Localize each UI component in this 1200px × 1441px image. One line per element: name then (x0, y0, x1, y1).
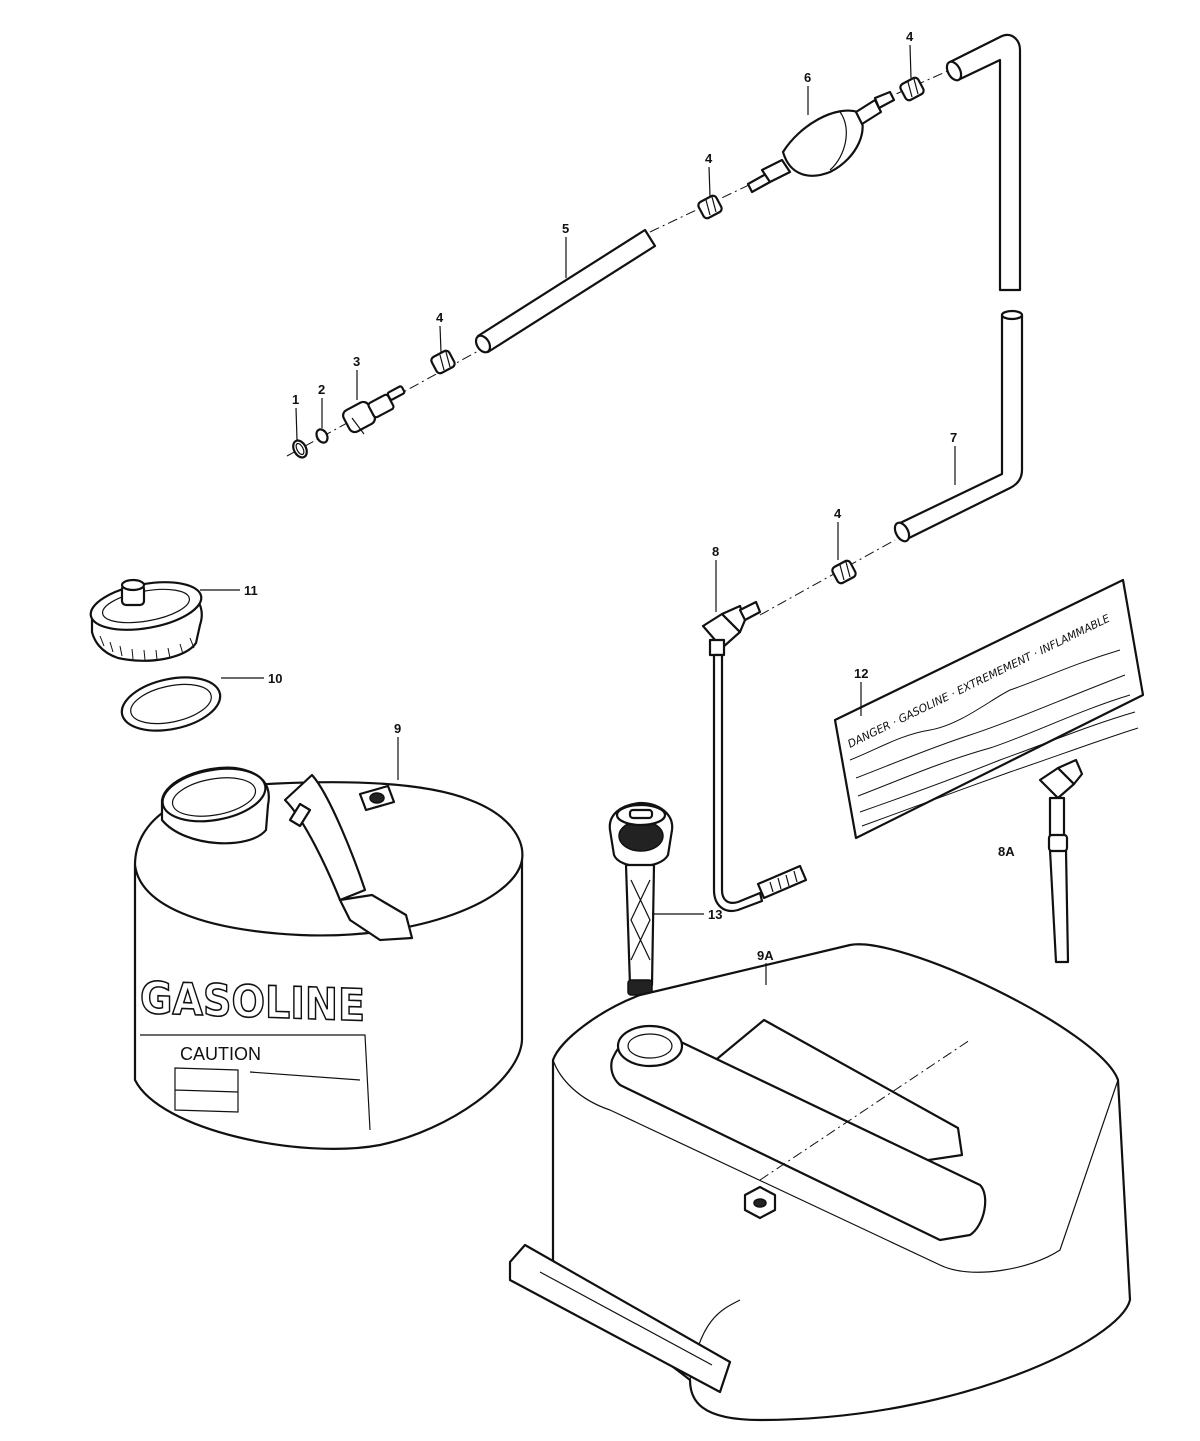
fuel-line-assembly (286, 33, 1024, 913)
part-10-gasket (120, 676, 222, 732)
part-5-hose (474, 228, 657, 354)
callout-2: 2 (318, 382, 325, 397)
part-9-gasoline-can: GASOLINE CAUTION (133, 766, 524, 1150)
callout-8a: 8A (998, 844, 1015, 859)
part-7-hose-upper (945, 33, 1022, 292)
callout-5: 5 (562, 221, 569, 236)
callout-9a: 9A (757, 948, 774, 963)
part-11-fill-cap (89, 578, 203, 662)
part-13-fuel-gauge (608, 801, 674, 1120)
callout-1: 1 (292, 392, 299, 407)
part-12-warning-decal: DANGER · GASOLINE · EXTREMEMENT · INFLAM… (833, 578, 1145, 840)
part-4-clamp-mid (697, 194, 723, 220)
callout-12: 12 (854, 666, 868, 681)
can-label-caution: CAUTION (180, 1044, 261, 1064)
part-8a-alt-fuel-pickup (1038, 758, 1084, 964)
callout-9: 9 (394, 721, 401, 736)
leader-lines (200, 44, 956, 985)
part-4-clamp-upper (899, 76, 925, 102)
hose-to-fitting-centerline (759, 539, 896, 616)
callout-4-bottom: 4 (834, 506, 842, 521)
callout-13: 13 (708, 907, 722, 922)
part-6-primer-bulb (746, 90, 896, 194)
part-4-clamp-bottom (831, 559, 857, 585)
callout-3: 3 (353, 354, 360, 369)
callout-10: 10 (268, 671, 282, 686)
callout-8: 8 (712, 544, 719, 559)
callout-numbers: 1 2 3 4 5 4 6 4 7 8 4 11 10 9 12 13 8A 9… (244, 29, 1015, 963)
callout-6: 6 (804, 70, 811, 85)
can-label-gasoline: GASOLINE (140, 973, 365, 1032)
part-1-o-ring (292, 439, 308, 459)
callout-7: 7 (950, 430, 957, 445)
tank-centerline (759, 1039, 971, 1181)
part-9a-fuel-tank (508, 943, 1132, 1422)
part-7-hose-lower (893, 309, 1024, 543)
callout-11: 11 (244, 583, 258, 598)
callout-4-lower: 4 (436, 310, 444, 325)
part-1-o-ring-inner (295, 442, 305, 456)
part-3-connector (342, 385, 406, 435)
callout-4-upper: 4 (906, 29, 914, 44)
callout-4-mid: 4 (705, 151, 713, 166)
part-4-clamp-lower (430, 349, 456, 375)
part-8-fuel-pickup (701, 600, 808, 913)
part-2-seal-ring (315, 428, 329, 444)
